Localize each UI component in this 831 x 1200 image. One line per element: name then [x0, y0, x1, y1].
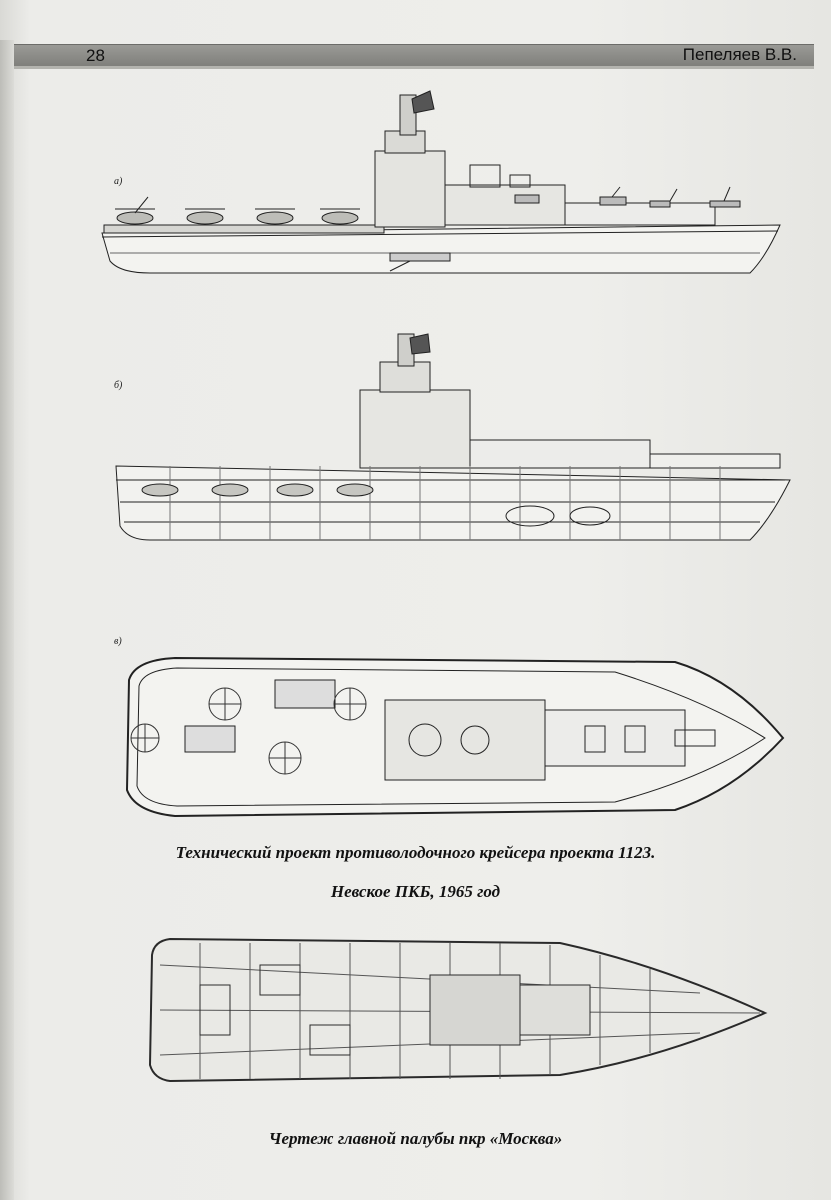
- main-deck-drawing: [148, 937, 768, 1083]
- running-head-author: Пепеляев В.В.: [682, 45, 797, 64]
- caption-deck-plan: Чертеж главной палубы пкр «Москва»: [268, 1129, 563, 1148]
- figure-a-label: а): [114, 176, 123, 187]
- figure-b-label: б): [114, 380, 123, 391]
- caption-project-bureau-year: Невское ПКБ, 1965 год: [330, 882, 501, 901]
- page-binding-edge: [0, 40, 14, 1200]
- header-bar-shadow: [14, 66, 814, 69]
- page-number: 28: [86, 46, 105, 65]
- side-elevation-drawing: [101, 90, 781, 274]
- header-bar: [14, 44, 814, 67]
- longitudinal-section-drawing: [115, 333, 791, 541]
- figure-c-label: в): [114, 636, 122, 647]
- caption-project-title: Технический проект противолодочного крей…: [175, 843, 656, 862]
- deck-plan-drawing: [125, 656, 785, 818]
